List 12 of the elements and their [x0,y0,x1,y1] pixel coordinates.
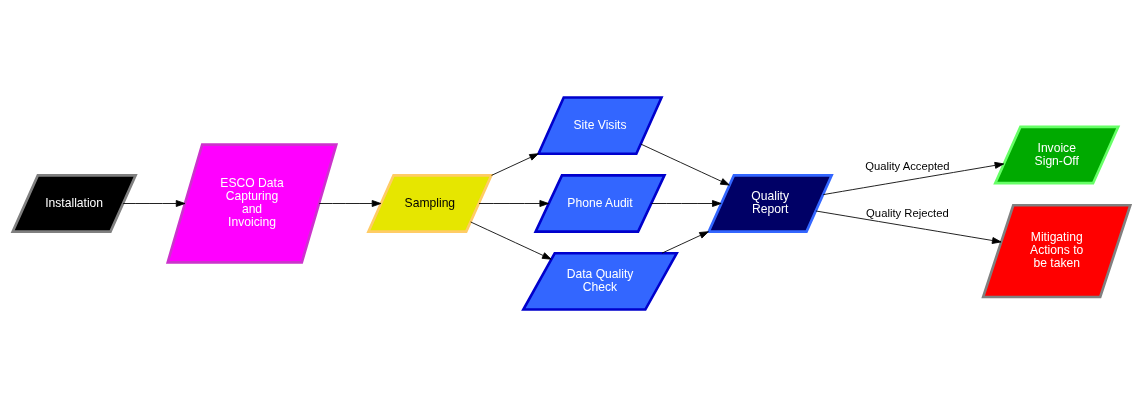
arrow [640,143,730,186]
arrow [491,153,539,176]
arrow [318,200,382,207]
arrow [661,231,709,254]
arrow [651,200,722,207]
arrow [822,161,1005,196]
edge-label: Quality Accepted [865,160,950,173]
arrow [122,200,186,207]
arrow [815,210,1002,244]
arrow [478,200,549,207]
arrow [470,221,552,260]
edge-label: Quality Rejected [866,206,949,219]
